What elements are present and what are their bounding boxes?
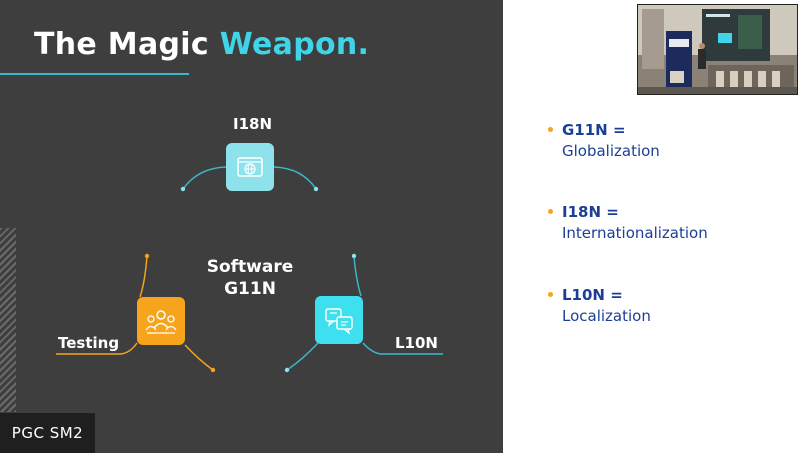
i18n-arc-left xyxy=(182,166,227,190)
definition-term: I18N = xyxy=(562,203,619,221)
l10n-arc-dot-top xyxy=(351,253,357,259)
testing-arc-top xyxy=(139,255,148,298)
l10n-leader-line xyxy=(362,342,443,355)
i18n-label: I18N xyxy=(233,115,273,133)
center-label-line1: Software xyxy=(206,257,294,277)
slide-title: The Magic Weapon. xyxy=(34,27,369,62)
l10n-node xyxy=(315,296,363,344)
bullet-dot xyxy=(548,127,553,132)
decorative-hatch xyxy=(0,228,16,412)
i18n-arc-right xyxy=(273,166,317,190)
definition-term: G11N = xyxy=(562,121,626,139)
room-badge: PGC SM2 xyxy=(0,413,95,453)
i18n-arc-dot-left xyxy=(180,186,186,192)
l10n-label: L10N xyxy=(395,334,438,352)
definitions-list: G11N = Globalization I18N = Internationa… xyxy=(548,120,788,327)
center-label-line2: G11N xyxy=(224,279,276,299)
testing-leader-line xyxy=(56,342,138,355)
title-underline xyxy=(0,73,189,75)
testing-arc-dot-bottom xyxy=(210,367,216,373)
testing-node xyxy=(137,297,185,345)
l10n-arc-dot-bottom xyxy=(284,367,290,373)
definition-meaning: Globalization xyxy=(562,142,660,160)
conference-stage-image xyxy=(638,5,797,94)
testing-arc-dot-top xyxy=(144,253,150,259)
testing-arc-bottom xyxy=(184,344,214,371)
l10n-arc-bottom xyxy=(286,342,319,371)
bullet-dot xyxy=(548,209,553,214)
bullet-dot xyxy=(548,292,553,297)
definition-meaning: Internationalization xyxy=(562,224,708,242)
speaker-video-thumbnail[interactable] xyxy=(637,4,798,95)
definition-meaning: Localization xyxy=(562,307,651,325)
slide-title-main: The Magic xyxy=(34,27,220,62)
translate-bubbles-icon xyxy=(325,308,353,335)
presentation-slide: The Magic Weapon. I18N Testing L10N Soft… xyxy=(0,0,503,453)
slide-title-accent: Weapon. xyxy=(219,27,370,62)
team-icon xyxy=(145,310,177,334)
center-label: Software G11N xyxy=(190,256,310,300)
i18n-arc-dot-right xyxy=(313,186,319,192)
i18n-node xyxy=(226,143,274,191)
definition-g11n: G11N = Globalization xyxy=(548,120,788,162)
definition-term: L10N = xyxy=(562,286,623,304)
l10n-arc-top xyxy=(353,255,362,297)
testing-label: Testing xyxy=(58,334,120,352)
globe-window-icon xyxy=(237,157,263,177)
definition-i18n: I18N = Internationalization xyxy=(548,202,788,244)
definition-l10n: L10N = Localization xyxy=(548,285,788,327)
g11n-diagram xyxy=(56,166,443,373)
